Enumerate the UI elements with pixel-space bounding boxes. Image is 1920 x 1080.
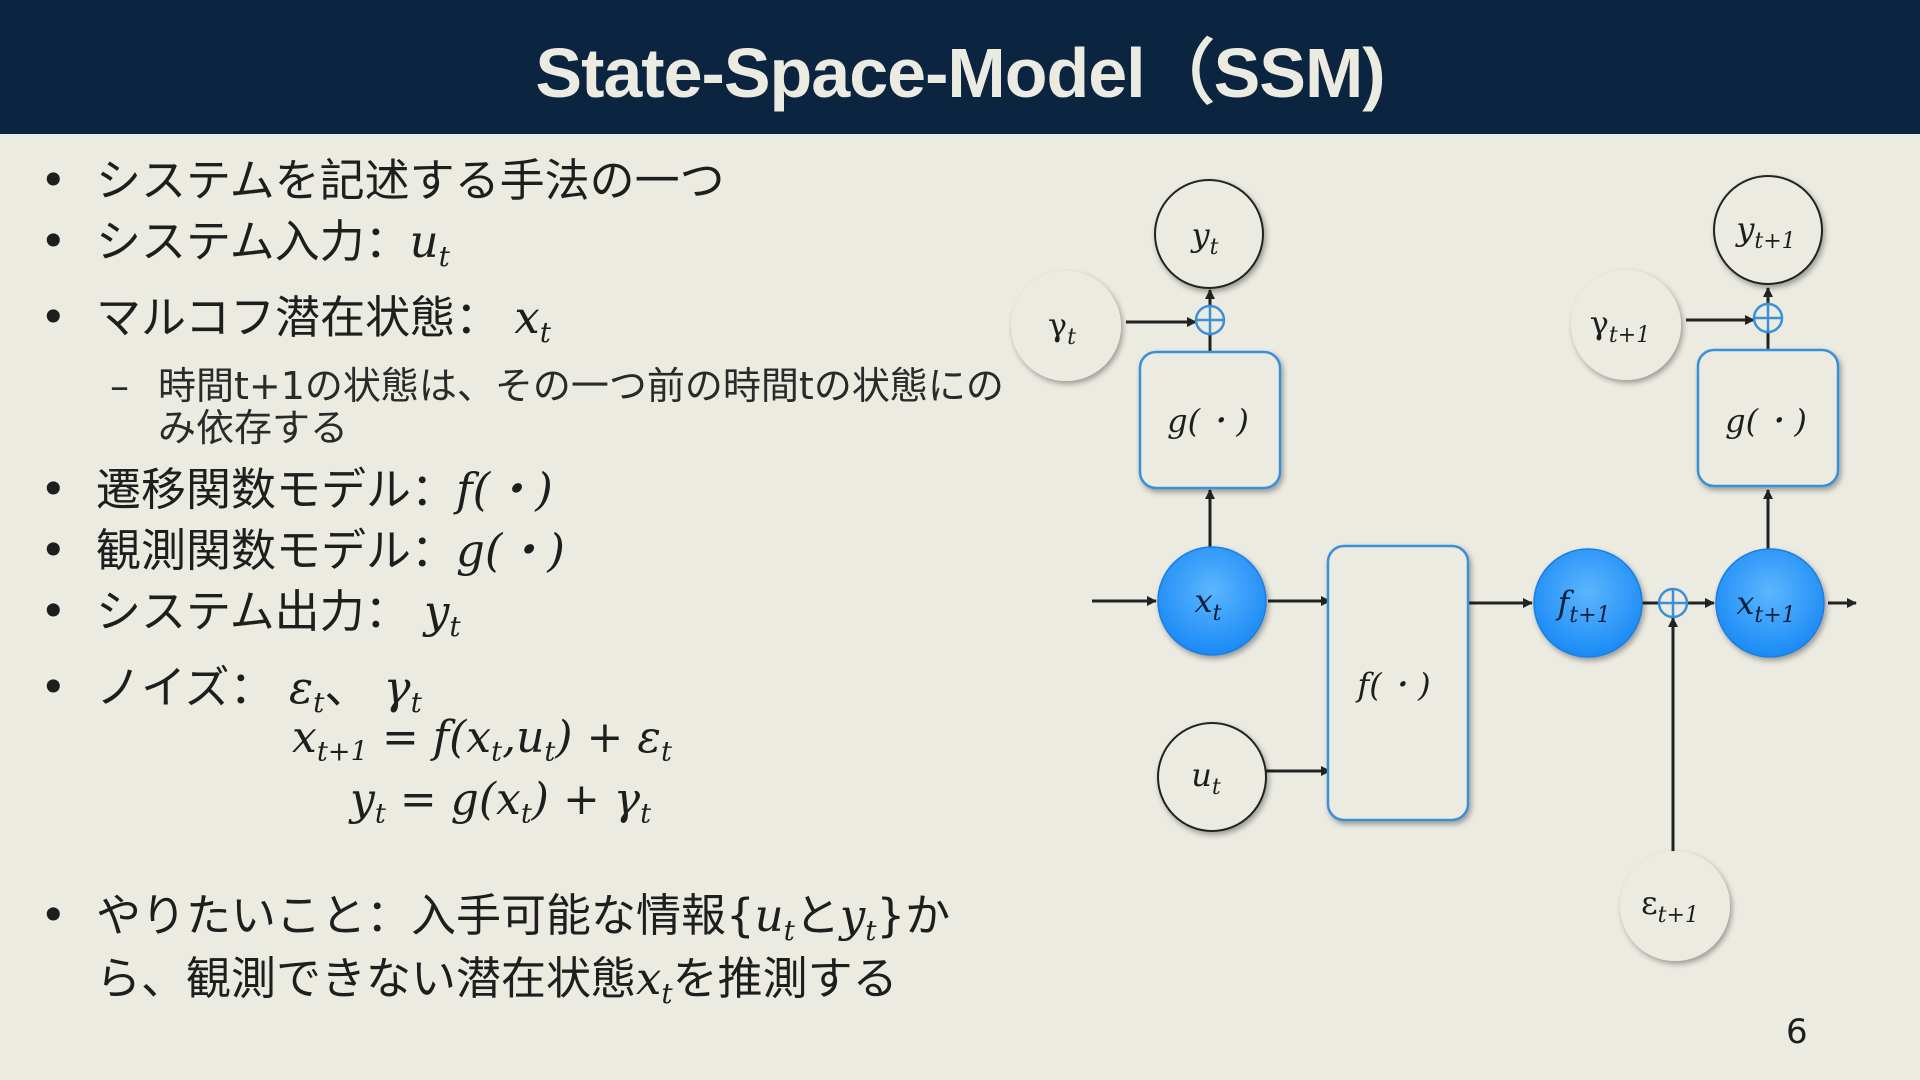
state-x-t1 xyxy=(1715,548,1825,658)
label-gamma-t1: γt+1 xyxy=(1590,304,1650,348)
f-function-box xyxy=(1326,544,1470,822)
bullet-item: マルコフ潜在状態： xt xyxy=(40,287,1020,363)
node-gamma-t1 xyxy=(1571,270,1681,380)
label-y-t1: yt+1 xyxy=(1734,210,1795,254)
label-f-box: f( ･ ) xyxy=(1355,666,1430,704)
bullet-item: 遷移関数モデル：f(・) xyxy=(40,459,1020,520)
bullet-item: システム入力：ut xyxy=(40,211,1020,287)
math-var: γt xyxy=(383,660,422,719)
g-function-box xyxy=(1138,350,1282,490)
node-y-t xyxy=(1154,179,1264,289)
bullet-item: システムを記述する手法の一つ xyxy=(40,150,1020,211)
math-var: g(・) xyxy=(456,523,565,577)
math-var: xt xyxy=(514,290,552,349)
equation-transition: xt+1 = f(xt,ut) + εt xyxy=(292,712,672,768)
bullet-text: ノイズ： xyxy=(96,660,289,714)
slide-title: State-Space-Model（SSM) xyxy=(535,33,1385,112)
bullet-item: やりたいこと：入手可能な情報{utとyt}から、観測できない潜在状態xtを推測す… xyxy=(40,892,1020,1018)
header-bar: State-Space-Model（SSM) xyxy=(0,0,1920,134)
bullet-text: システムを記述する手法の一つ xyxy=(96,154,725,207)
label-gamma-t: γt xyxy=(1048,306,1076,350)
label-y-t: yt xyxy=(1190,216,1219,260)
node-u-t xyxy=(1157,722,1267,832)
math-var: εt xyxy=(288,660,325,719)
sub-bullet-item: 時間t+1の状態は、その一つ前の時間tの状態にのみ依存する xyxy=(40,365,1020,449)
label-g-box: g( ･ ) xyxy=(1167,402,1249,440)
label-u-t: ut xyxy=(1191,756,1221,800)
bullet-text: 観測関数モデル： xyxy=(96,523,457,577)
label-f-t1: ft+1 xyxy=(1555,584,1610,628)
bullet-text: システム出力： xyxy=(96,584,424,638)
math-var: f(・) xyxy=(456,462,553,516)
state-x-t xyxy=(1157,546,1267,656)
label-eps-t1: εt+1 xyxy=(1641,884,1699,928)
node-gamma-t xyxy=(1011,271,1121,381)
bullet-text: 遷移関数モデル： xyxy=(96,462,457,516)
g-function-box xyxy=(1696,348,1840,488)
label-x-t1: xt+1 xyxy=(1736,584,1795,628)
bullet-item: ノイズ： εt、 γt xyxy=(40,657,1020,733)
goal-bullet: やりたいこと：入手可能な情報{utとyt}から、観測できない潜在状態xtを推測す… xyxy=(40,892,1020,1018)
math-var: ut xyxy=(409,215,450,273)
bullet-text: システム入力： xyxy=(96,215,410,268)
node-y-t1 xyxy=(1713,175,1823,285)
label-g-box: g( ･ ) xyxy=(1725,402,1807,440)
state-f-t1 xyxy=(1533,548,1643,658)
bullet-item: 観測関数モデル：g(・) xyxy=(40,520,1020,581)
label-x-t: xt xyxy=(1195,582,1222,626)
math-var: yt xyxy=(423,584,461,643)
equation-observation: yt = g(xt) + γt xyxy=(350,774,652,830)
node-eps-t1 xyxy=(1620,851,1730,961)
bullet-text: マルコフ潜在状態： xyxy=(96,290,515,344)
page-number: 6 xyxy=(1786,1012,1808,1052)
bullet-list: システムを記述する手法の一つ システム入力：ut マルコフ潜在状態： xt 時間… xyxy=(40,150,1020,733)
bullet-item: システム出力： yt xyxy=(40,581,1020,657)
